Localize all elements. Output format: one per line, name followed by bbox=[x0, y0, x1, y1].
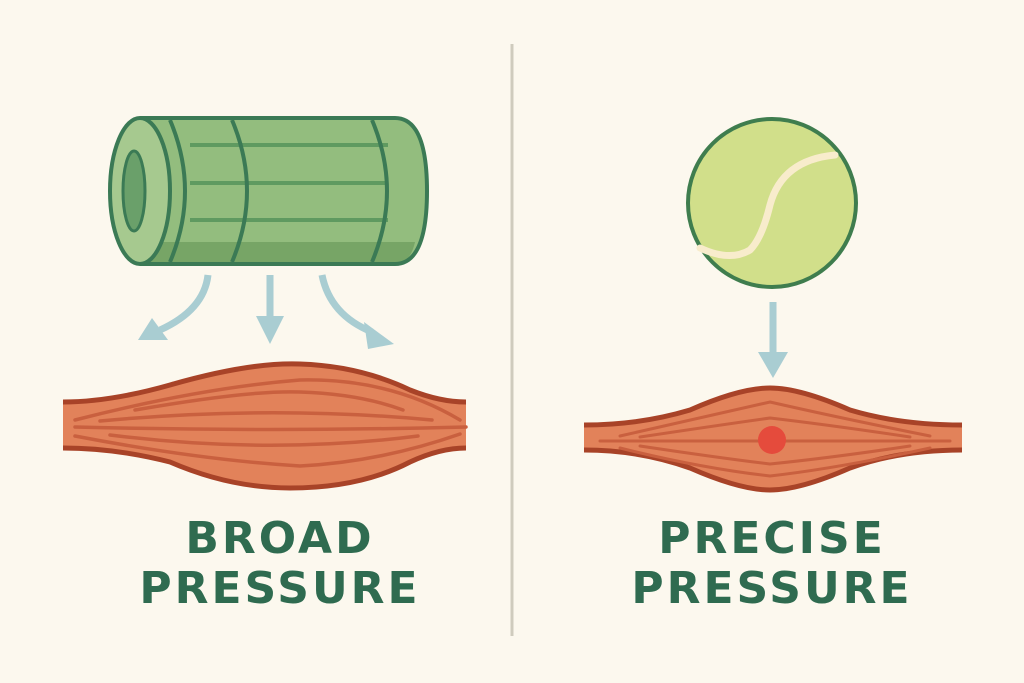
arrow-down-left-icon bbox=[158, 274, 212, 334]
pressure-arrows-broad bbox=[158, 274, 374, 336]
broad-pressure-label: BROAD PRESSURE bbox=[90, 514, 470, 614]
precise-pressure-label-line1: PRECISE bbox=[658, 513, 886, 564]
trigger-point-dot bbox=[758, 426, 786, 454]
broad-pressure-label-line2: PRESSURE bbox=[139, 563, 421, 614]
muscle-icon bbox=[62, 361, 468, 491]
arrow-heads-broad bbox=[138, 316, 394, 349]
broad-pressure-label-line1: BROAD bbox=[185, 513, 375, 564]
muscle-icon-with-trigger-point bbox=[583, 385, 963, 493]
foam-roller-icon bbox=[108, 116, 430, 266]
pressure-arrow-precise bbox=[758, 302, 788, 378]
precise-pressure-label: PRECISE PRESSURE bbox=[572, 514, 972, 614]
tennis-ball-icon bbox=[686, 117, 858, 289]
precise-pressure-label-line2: PRESSURE bbox=[631, 563, 913, 614]
arrow-down-right-icon bbox=[318, 274, 374, 336]
